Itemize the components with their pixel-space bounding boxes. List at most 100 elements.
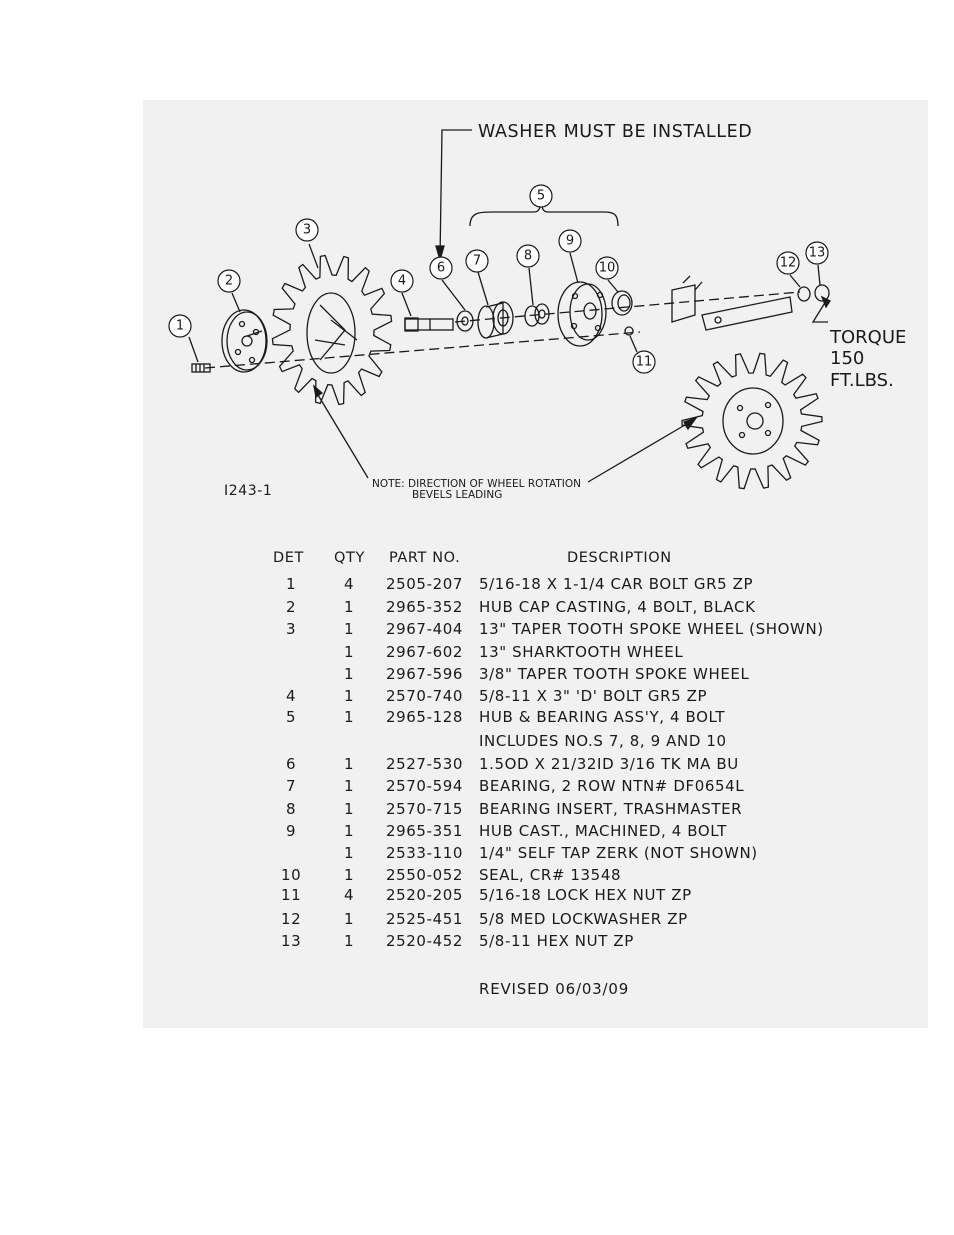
cell-description: 5/8 MED LOCKWASHER ZP — [479, 910, 688, 928]
cell-description: INCLUDES NO.S 7, 8, 9 AND 10 — [479, 732, 727, 750]
cell-det: 10 — [281, 866, 302, 884]
svg-text:13: 13 — [809, 246, 826, 261]
cell-det: 12 — [281, 910, 302, 928]
header-part-no: PART NO. — [389, 550, 461, 566]
svg-text:2: 2 — [225, 274, 233, 289]
cell-part-no: 2520-452 — [386, 932, 464, 950]
cell-description: HUB CAP CASTING, 4 BOLT, BLACK — [479, 598, 756, 616]
cell-det: 7 — [286, 777, 297, 795]
cell-qty: 1 — [344, 777, 355, 795]
cell-part-no: 2520-205 — [386, 886, 464, 904]
svg-text:6: 6 — [437, 261, 445, 276]
cell-description: 5/8-11 X 3" 'D' BOLT GR5 ZP — [479, 687, 708, 705]
lockwasher-part — [797, 286, 811, 302]
callout-3 — [295, 218, 319, 242]
cell-qty: 1 — [344, 665, 355, 683]
cell-det: 4 — [286, 687, 297, 705]
cell-part-no: 2525-451 — [386, 910, 464, 928]
svg-text:12: 12 — [780, 256, 797, 271]
cell-part-no: 2533-110 — [386, 844, 464, 862]
cell-part-no: 2965-351 — [386, 822, 464, 840]
cell-description: 5/16-18 X 1-1/4 CAR BOLT GR5 ZP — [479, 575, 754, 593]
callout-12 — [776, 251, 800, 275]
callout-6 — [429, 256, 453, 280]
callout-2 — [217, 269, 241, 293]
cell-det: 13 — [281, 932, 302, 950]
exploded-parts-diagram: 1 2 3 4 5 6 7 8 9 10 11 12 13 WASHER MUS… — [168, 122, 906, 501]
svg-text:9: 9 — [566, 234, 574, 249]
hex-nut-part — [814, 284, 830, 302]
callout-9 — [558, 229, 582, 253]
cell-det: 8 — [286, 800, 297, 818]
svg-text:7: 7 — [473, 254, 481, 269]
cell-description: SEAL, CR# 13548 — [479, 866, 622, 884]
callout-8 — [516, 244, 540, 268]
rotation-note-line1: NOTE: DIRECTION OF WHEEL ROTATION — [372, 478, 581, 490]
cell-description: 1/4" SELF TAP ZERK (NOT SHOWN) — [479, 844, 758, 862]
cell-description: HUB CAST., MACHINED, 4 BOLT — [479, 822, 727, 840]
cell-qty: 1 — [344, 643, 355, 661]
cell-part-no: 2550-052 — [386, 866, 464, 884]
cell-part-no: 2570-740 — [386, 687, 464, 705]
cell-qty: 1 — [344, 598, 355, 616]
cell-det: 6 — [286, 755, 297, 773]
cell-qty: 1 — [344, 844, 355, 862]
cell-qty: 1 — [344, 755, 355, 773]
header-description: DESCRIPTION — [567, 550, 672, 566]
lock-nut-part — [624, 326, 634, 336]
rotation-note-line2: BEVELS LEADING — [412, 489, 502, 501]
washer-part — [456, 310, 474, 332]
cell-description: BEARING INSERT, TRASHMASTER — [479, 800, 743, 818]
cell-description: 3/8" TAPER TOOTH SPOKE WHEEL — [479, 665, 750, 683]
cell-part-no: 2965-128 — [386, 708, 464, 726]
axle-mount-part — [671, 275, 793, 331]
spoke-wheel-left — [271, 254, 393, 406]
cell-det: 3 — [286, 620, 297, 638]
cell-description: 1.5OD X 21/32ID 3/16 TK MA BU — [479, 755, 739, 773]
svg-text:4: 4 — [398, 274, 406, 289]
cell-qty: 4 — [344, 886, 355, 904]
callout-4 — [390, 269, 414, 293]
cell-det: 11 — [281, 886, 302, 904]
carriage-bolt-part — [191, 363, 211, 373]
cell-qty: 4 — [344, 575, 355, 593]
seal-part — [611, 290, 633, 316]
callout-1 — [168, 314, 192, 338]
cell-description: 13" TAPER TOOTH SPOKE WHEEL (SHOWN) — [479, 620, 824, 638]
cell-qty: 1 — [344, 910, 355, 928]
cell-description: BEARING, 2 ROW NTN# DF0654L — [479, 777, 745, 795]
cell-part-no: 2967-602 — [386, 643, 464, 661]
cell-qty: 1 — [344, 866, 355, 884]
torque-label-2: 150 — [830, 348, 864, 369]
svg-text:10: 10 — [599, 261, 616, 276]
callout-13 — [805, 241, 829, 265]
cell-qty: 1 — [344, 800, 355, 818]
cell-part-no: 2570-594 — [386, 777, 464, 795]
svg-text:1: 1 — [176, 319, 184, 334]
header-qty: QTY — [334, 550, 365, 566]
cell-det: 5 — [286, 708, 297, 726]
cell-qty: 1 — [344, 687, 355, 705]
cell-part-no: 2505-207 — [386, 575, 464, 593]
hub-cap-part — [221, 309, 268, 373]
cell-part-no: 2965-352 — [386, 598, 464, 616]
cell-part-no: 2967-596 — [386, 665, 464, 683]
svg-text:3: 3 — [303, 223, 311, 238]
cell-qty: 1 — [344, 822, 355, 840]
torque-label-1: TORQUE — [829, 327, 906, 348]
washer-note: WASHER MUST BE INSTALLED — [478, 122, 752, 142]
spoke-wheel-right — [681, 352, 823, 490]
header-det: DET — [273, 550, 304, 566]
cell-part-no: 2570-715 — [386, 800, 464, 818]
d-bolt-part — [404, 317, 454, 332]
cell-qty: 1 — [344, 932, 355, 950]
cell-description: 5/8-11 HEX NUT ZP — [479, 932, 634, 950]
callout-11 — [632, 350, 656, 374]
cell-det: 9 — [286, 822, 297, 840]
drawing-id: I243-1 — [224, 483, 272, 499]
svg-text:8: 8 — [524, 249, 532, 264]
cell-description: HUB & BEARING ASS'Y, 4 BOLT — [479, 708, 726, 726]
cell-qty: 1 — [344, 620, 355, 638]
hub-casting-part — [557, 281, 607, 347]
cell-det: 1 — [286, 575, 297, 593]
